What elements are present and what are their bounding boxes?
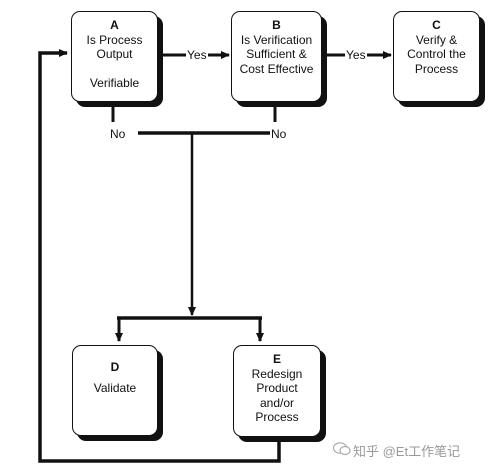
connector-e-loop-to-a <box>38 49 281 463</box>
box-b-text: Is Verification Sufficient & Cost Effect… <box>239 32 314 76</box>
box-d-text: Validate <box>93 380 137 395</box>
box-a-letter: A <box>110 18 119 32</box>
box-c-verify-and-control: C Verify & Control the Process <box>393 11 480 102</box>
watermark-text: 知乎 @Et工作笔记 <box>353 444 461 459</box>
label-a-no: No <box>110 127 126 141</box>
box-b-is-verification-sufficient: B Is Verification Sufficient & Cost Effe… <box>231 11 322 102</box>
box-e-redesign: E Redesign Product and/or Process <box>233 345 321 437</box>
box-e-text: Redesign Product and/or Process <box>251 366 303 425</box>
label-b-no: No <box>271 127 287 141</box>
wechat-icon <box>333 442 351 456</box>
label-b-yes: Yes <box>345 48 367 62</box>
box-a-text: Is Process Output Verifiable <box>86 32 143 91</box>
label-a-yes: Yes <box>186 48 208 62</box>
box-a-is-process-output-verifiable: A Is Process Output Verifiable <box>71 11 158 102</box>
box-c-text: Verify & Control the Process <box>407 32 466 76</box>
box-b-letter: B <box>272 18 281 32</box>
box-c-letter: C <box>432 18 441 32</box>
box-e-letter: E <box>272 352 281 366</box>
box-d-validate: D Validate <box>72 345 158 436</box>
box-d-letter: D <box>110 360 120 374</box>
